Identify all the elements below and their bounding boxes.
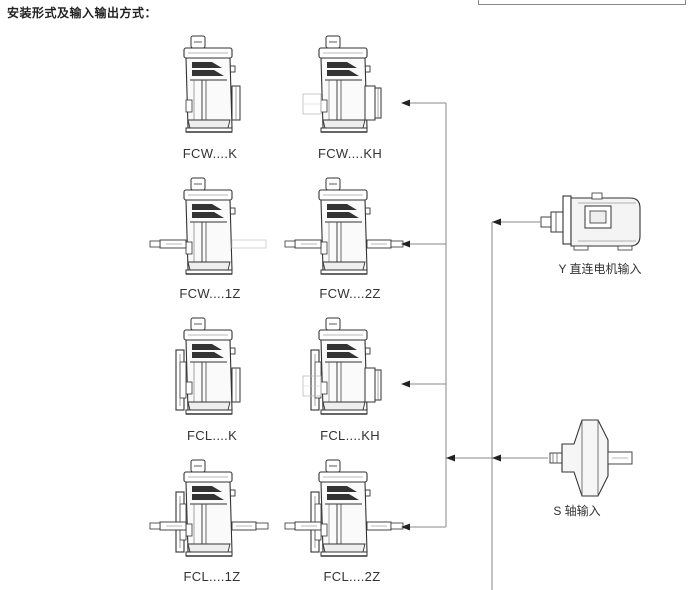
motor-input-illustration <box>540 192 641 251</box>
label-fcw-k: FCW....K <box>182 146 238 161</box>
gearbox-fcl-k <box>175 317 241 415</box>
gearbox-fcw-kh <box>302 35 382 133</box>
label-fcl-2z: FCL....2Z <box>323 569 381 584</box>
connector-arrows <box>401 99 501 531</box>
shaft-input-illustration <box>549 419 633 497</box>
gearbox-fcl-2z <box>284 459 404 557</box>
label-fcl-kh: FCL....KH <box>320 428 380 443</box>
gearbox-fcw-2z <box>284 177 404 275</box>
connector-lines <box>410 102 548 590</box>
top-frame-edge <box>478 0 686 5</box>
label-motor-input: Y 直连电机输入 <box>558 262 642 276</box>
page-title: 安装形式及输入输出方式： <box>7 6 158 20</box>
gearbox-fcl-kh <box>302 317 382 415</box>
label-fcl-1z: FCL....1Z <box>183 569 241 584</box>
label-fcl-k: FCL....K <box>186 428 238 443</box>
label-fcw-1z: FCW....1Z <box>179 286 241 301</box>
label-fcw-2z: FCW....2Z <box>319 286 381 301</box>
gearbox-fcl-1z <box>149 459 269 557</box>
gearbox-fcw-1z <box>149 177 267 275</box>
label-fcw-kh: FCW....KH <box>317 146 383 161</box>
gearbox-fcw-k <box>183 35 241 133</box>
label-shaft-input: S 轴输入 <box>553 504 601 518</box>
